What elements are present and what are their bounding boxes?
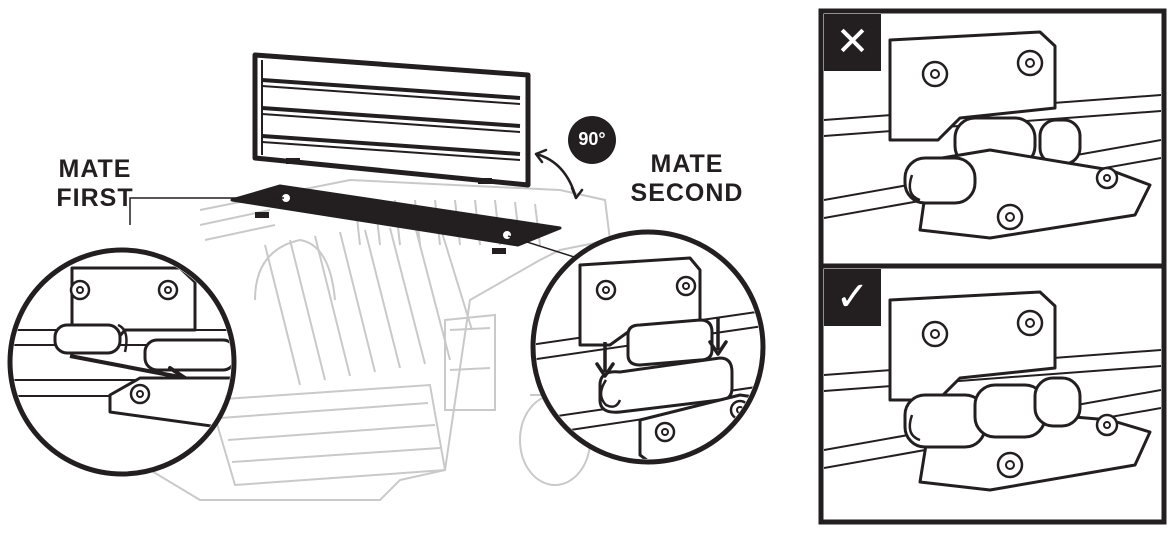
mate-first-detail-circle bbox=[7, 247, 237, 477]
folded-cover-panel bbox=[252, 52, 531, 188]
mate-second-detail-circle bbox=[530, 229, 766, 465]
front-cover-panel bbox=[230, 184, 562, 254]
angle-label: 90° bbox=[578, 129, 606, 149]
incorrect-panel bbox=[824, 14, 1161, 240]
truck-illustration bbox=[129, 178, 612, 501]
mate-first-label: MATE FIRST bbox=[40, 155, 150, 213]
mate-second-label: MATE SECOND bbox=[618, 150, 756, 208]
correct-mark-icon: ✓ bbox=[835, 274, 870, 320]
angle-badge bbox=[568, 116, 616, 164]
wrong-mark-icon: ✕ bbox=[835, 19, 870, 65]
correct-panel bbox=[824, 269, 1161, 492]
mate-first-line2: FIRST bbox=[56, 184, 134, 212]
mate-second-line1: MATE bbox=[650, 150, 724, 178]
mate-second-line2: SECOND bbox=[630, 179, 744, 207]
rotation-arrow bbox=[534, 148, 584, 200]
mate-first-line1: MATE bbox=[58, 155, 132, 183]
